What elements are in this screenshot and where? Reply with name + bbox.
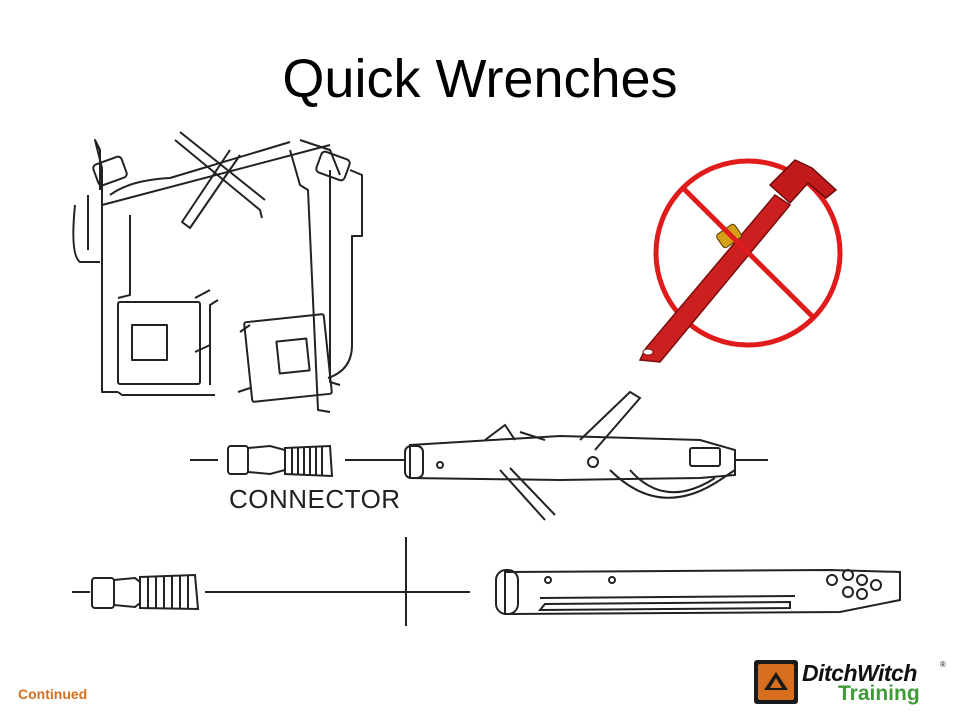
logo-brand: DitchWitch <box>802 660 917 686</box>
connector-label: CONNECTOR <box>229 484 401 514</box>
ditch-witch-training-logo: DitchWitch ® Training <box>754 660 946 705</box>
ditch-witch-emblem-icon <box>754 660 798 704</box>
prohibition-slash <box>681 186 816 320</box>
quick-wrench-frame-illustration <box>72 131 363 413</box>
continued-note: Continued <box>18 686 88 702</box>
no-pipe-wrench-sign <box>638 158 843 363</box>
connector-tool-illustration <box>190 390 768 521</box>
slide-title: Quick Wrenches <box>282 49 678 109</box>
bottom-tool-illustration <box>72 537 901 626</box>
pipe-wrench-icon <box>638 159 838 363</box>
logo-registered-mark: ® <box>940 660 946 669</box>
prohibition-circle <box>653 158 843 348</box>
logo-training: Training <box>838 682 920 705</box>
